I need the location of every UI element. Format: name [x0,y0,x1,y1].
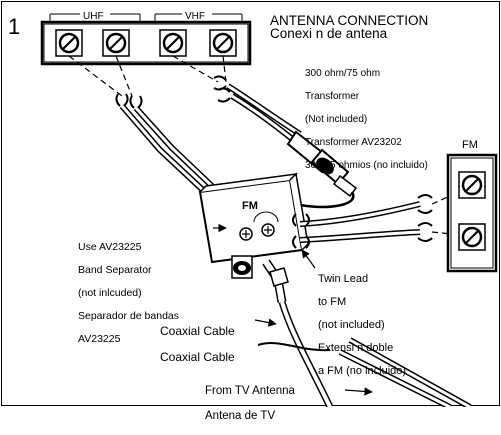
twin-lead-note-line: (not included) [318,318,385,331]
twin-lead-note-line: Twin Lead [318,272,369,285]
antenna-note-line: Antena de TV [205,409,276,422]
transformer-note-line: (Not included) [305,113,368,125]
fm-terminal-label: FM [462,139,478,151]
coax-note-line: Coaxial Cable [160,324,235,338]
twin-lead-note: Twin Lead to FM (not included) Extensi n… [318,262,478,389]
uhf-label: UHF [83,11,104,22]
separator-fm-label: FM [242,200,258,212]
vhf-twin-lead [213,75,302,145]
coax-note-line: Coaxial Cable [160,350,235,364]
uhf-screw-1 [55,29,83,57]
separator-note-line: Use AV23225 [78,240,142,253]
antenna-note-line: From TV Antenna [205,384,295,397]
transformer-note-line: 300 ohm/75 ohm [305,67,381,79]
vhf-screw-1 [159,29,187,57]
twin-lead-note-line: Extensi n doble [318,341,394,354]
separator-note-line: (not inlcuded) [78,286,142,299]
transformer-note-line: 300/75 ohmios (no incluido) [305,159,428,171]
uhf-twin-lead [115,93,215,195]
antenna-connection-diagram [40,13,498,407]
fm-twin-lead [292,194,433,249]
leader-lines [213,223,373,396]
fm-terminal-block [446,153,498,273]
vhf-label: VHF [185,11,205,22]
antenna-twin-lead [338,337,472,407]
step-number: 1 [8,14,21,39]
uhf-screw-2 [102,29,130,57]
coax-note: Coaxial Cable Coaxial Cable [160,312,235,377]
twin-lead-note-line: a FM (no incluido) [318,364,407,377]
antenna-note: From TV Antenna Antena de TV [205,372,295,435]
coaxial-cable [257,259,334,407]
vhf-screw-2 [209,29,237,57]
transformer-note: 300 ohm/75 ohm Transformer (Not included… [305,56,485,183]
title-es: Conexi n de antena [270,26,388,41]
separator-note-line: AV23225 [78,332,121,345]
tv-terminal-block [40,13,252,66]
transformer-note-line: Transformer AV23202 [305,136,402,148]
twin-lead-note-line: to FM [318,295,347,308]
dashed-guide-lines [68,55,227,97]
separator-note-line: Band Separator [78,263,152,276]
band-separator [198,172,309,279]
transformer-note-line: Transformer [305,90,360,102]
title-en: ANTENNA CONNECTION [270,13,429,28]
separator-note-line: Separador de bandas [78,309,179,322]
separator-note: Use AV23225 Band Separator (not inlcuded… [78,230,208,357]
